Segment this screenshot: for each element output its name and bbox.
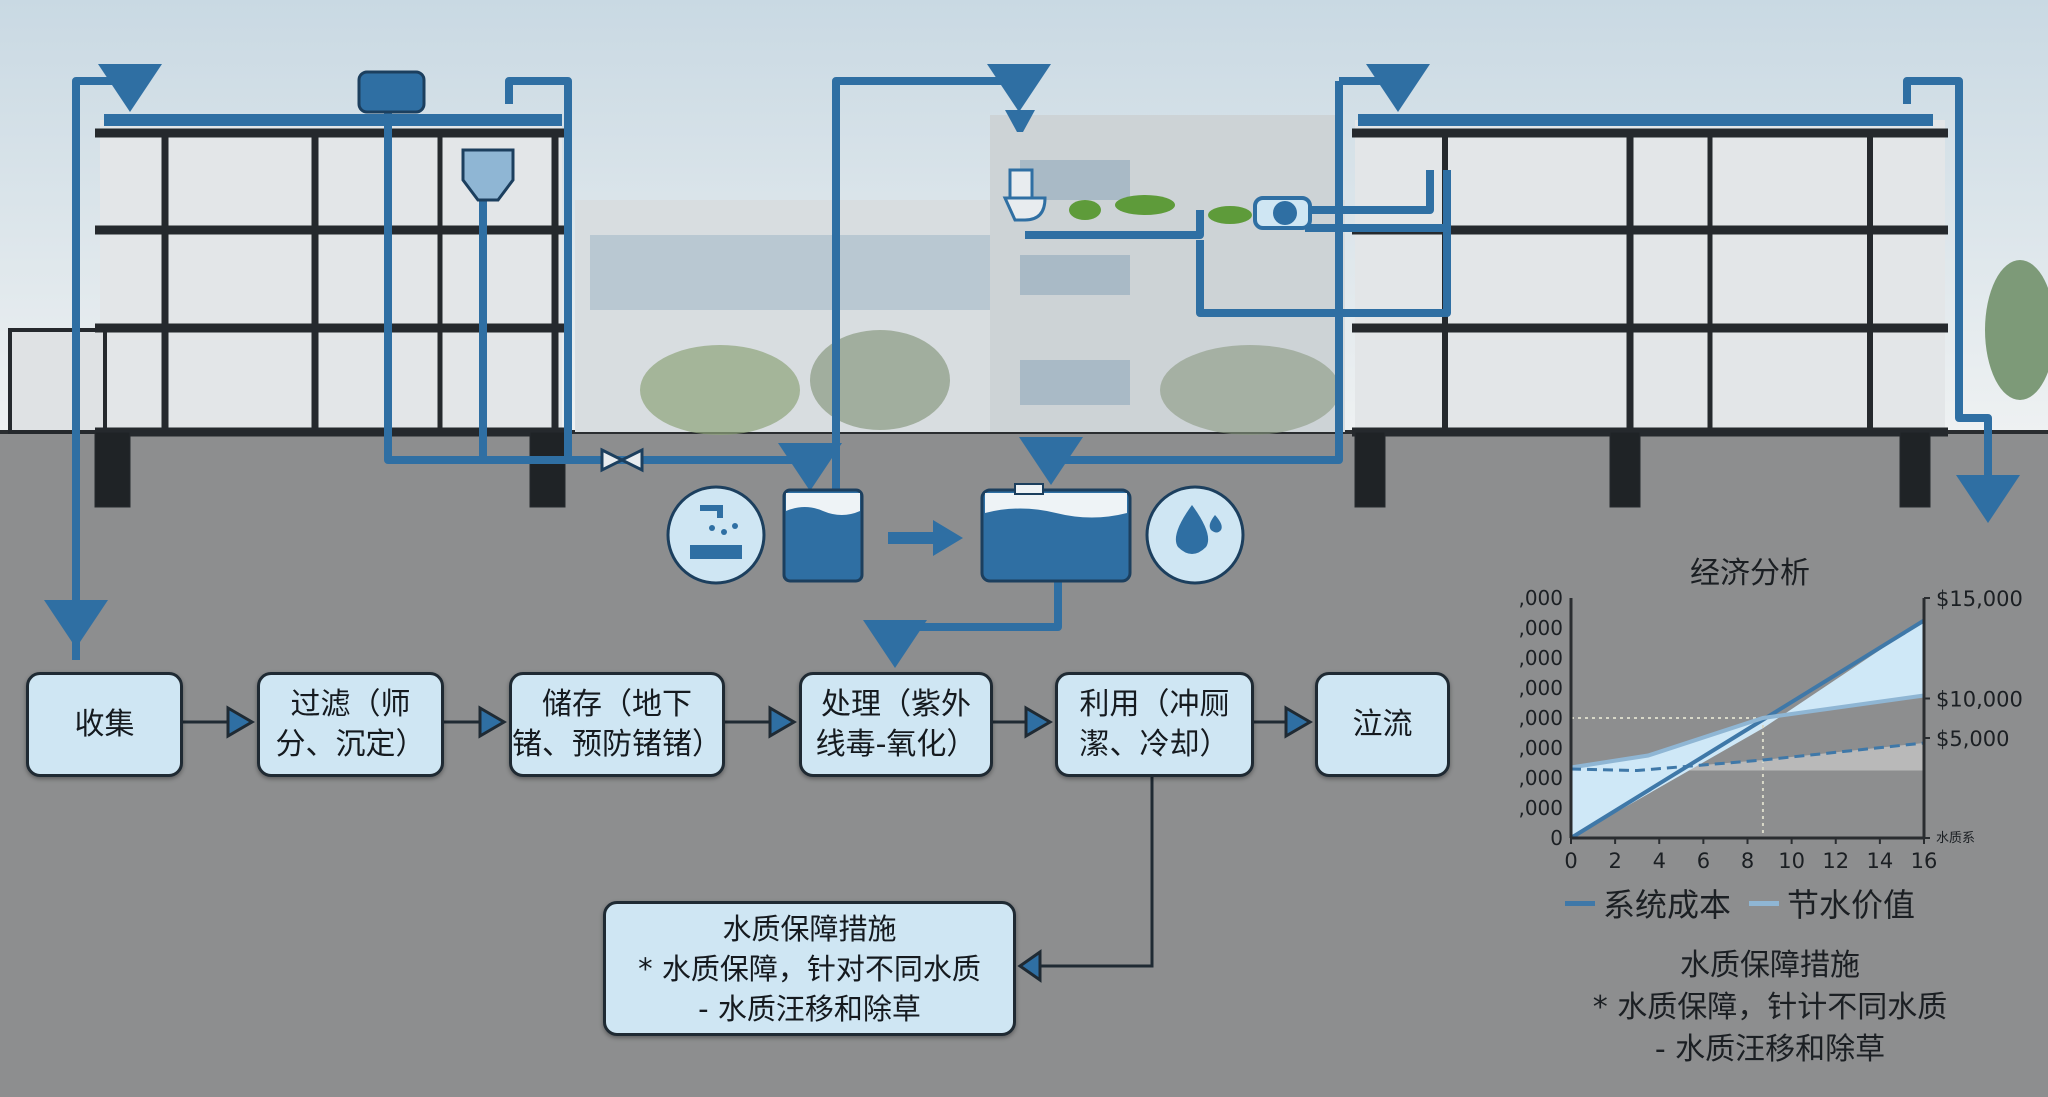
step-label: 利用（冲厕 (1079, 686, 1230, 722)
step-label: 线毒-氧化） (815, 726, 977, 762)
filter-sprinkle-icon (666, 485, 766, 585)
step-label: 储存（地下 (542, 686, 692, 722)
chart-legend: 系统成本 节水价值 (1565, 880, 1915, 926)
x-tick-label: 2 (1608, 849, 1621, 873)
legend-label-value: 节水价值 (1787, 886, 1916, 924)
flow-step-collect: 收集 (26, 672, 183, 777)
legend-swatch-cost (1565, 900, 1595, 906)
toilet-icon (1002, 168, 1047, 222)
left-tick-label: 140,000 (1520, 646, 1563, 670)
step-label: 潔、冷却） (1079, 726, 1230, 762)
flow-step-use: 利用（冲厕潔、冷却） (1055, 672, 1254, 777)
x-tick-label: 12 (1822, 849, 1849, 873)
left-tick-label: 70,000 (1520, 736, 1563, 760)
roof-tank (357, 70, 426, 114)
step-label: 收集 (74, 706, 135, 742)
step-label: 锗、预防锗锗） (512, 726, 722, 762)
flow-step-treatment: 处理（紫外线毒-氧化） (799, 672, 993, 777)
rain-funnel (1005, 110, 1035, 132)
flow-step-storage: 储存（地下锗、预防锗锗） (509, 672, 725, 777)
large-storage-tank (980, 483, 1132, 583)
plants (1069, 195, 1252, 224)
saving-band-area (1571, 743, 1924, 771)
right-tick-label: $15,000 (1936, 587, 2023, 611)
left-tick-label: 0 (1550, 826, 1563, 850)
tank-transfer-arrow (888, 520, 963, 556)
x-tick-label: 8 (1741, 849, 1754, 873)
pipe-network (44, 64, 2020, 668)
flow-arrows (183, 705, 1313, 983)
right-tick-label: $5,000 (1936, 727, 2009, 751)
x-tick-label: 4 (1653, 849, 1666, 873)
note-line: * 水质保障，针计不同水质 (1592, 990, 1948, 1025)
note-line: - 水质汪移和除草 (1654, 1032, 1886, 1067)
series-line-0 (1569, 618, 1926, 840)
side-quality-note: 水质保障措施 * 水质保障，针计不同水质 - 水质汪移和除草 (1540, 945, 2000, 1071)
left-tick-label: 180,000 (1520, 586, 1563, 610)
x-tick-label: 10 (1778, 849, 1805, 873)
step-label: 处理（紫外 (821, 686, 971, 722)
step-label: 泣流 (1352, 706, 1413, 742)
water-drop-icon (1145, 485, 1245, 585)
valve-icon (600, 447, 644, 473)
left-tick-label: 50,000 (1520, 766, 1563, 790)
chart-title: 经济分析 (1690, 556, 1810, 591)
pump-icon (1253, 196, 1312, 230)
right-tick-label: 水质系 (1936, 831, 1975, 846)
x-tick-label: 16 (1911, 849, 1938, 873)
water-quality-box: 水质保障措施 * 水质保障，针对不同水质 - 水质汪移和除草 (603, 901, 1016, 1036)
filter-funnel (461, 148, 515, 202)
quality-line: * 水质保障，针对不同水质 (638, 951, 981, 986)
left-tick-label: 100,000 (1520, 706, 1563, 730)
x-tick-label: 0 (1564, 849, 1577, 873)
left-tick-label: 120,000 (1520, 676, 1563, 700)
step-label: 分、沉定） (275, 726, 426, 762)
left-tick-label: 25,000 (1520, 796, 1563, 820)
economic-analysis-chart: 0 25,000 50,000 70,000 100,000 120,000 140,000… (1520, 586, 2023, 873)
x-tick-label: 6 (1697, 849, 1710, 873)
small-storage-tank (782, 488, 864, 583)
step-label: 过滤（师 (290, 686, 411, 722)
legend-label-cost: 系统成本 (1603, 886, 1732, 924)
left-tick-label: 160,000 (1520, 616, 1563, 640)
quality-line: - 水质汪移和除草 (698, 991, 921, 1026)
flow-step-filter: 过滤（师分、沉定） (257, 672, 444, 777)
tree (1985, 260, 2048, 400)
series-line-2 (1570, 741, 1925, 773)
right-tick-label: $10,000 (1936, 688, 2023, 712)
series-line-1 (1570, 693, 1925, 770)
legend-swatch-value (1749, 900, 1780, 906)
x-tick-label: 14 (1867, 849, 1894, 873)
center-building (575, 115, 1345, 435)
quality-title: 水质保障措施 (722, 911, 897, 946)
flow-step-overflow: 泣流 (1315, 672, 1450, 777)
note-title: 水质保障措施 (1680, 948, 1860, 983)
right-building (1352, 120, 1948, 508)
